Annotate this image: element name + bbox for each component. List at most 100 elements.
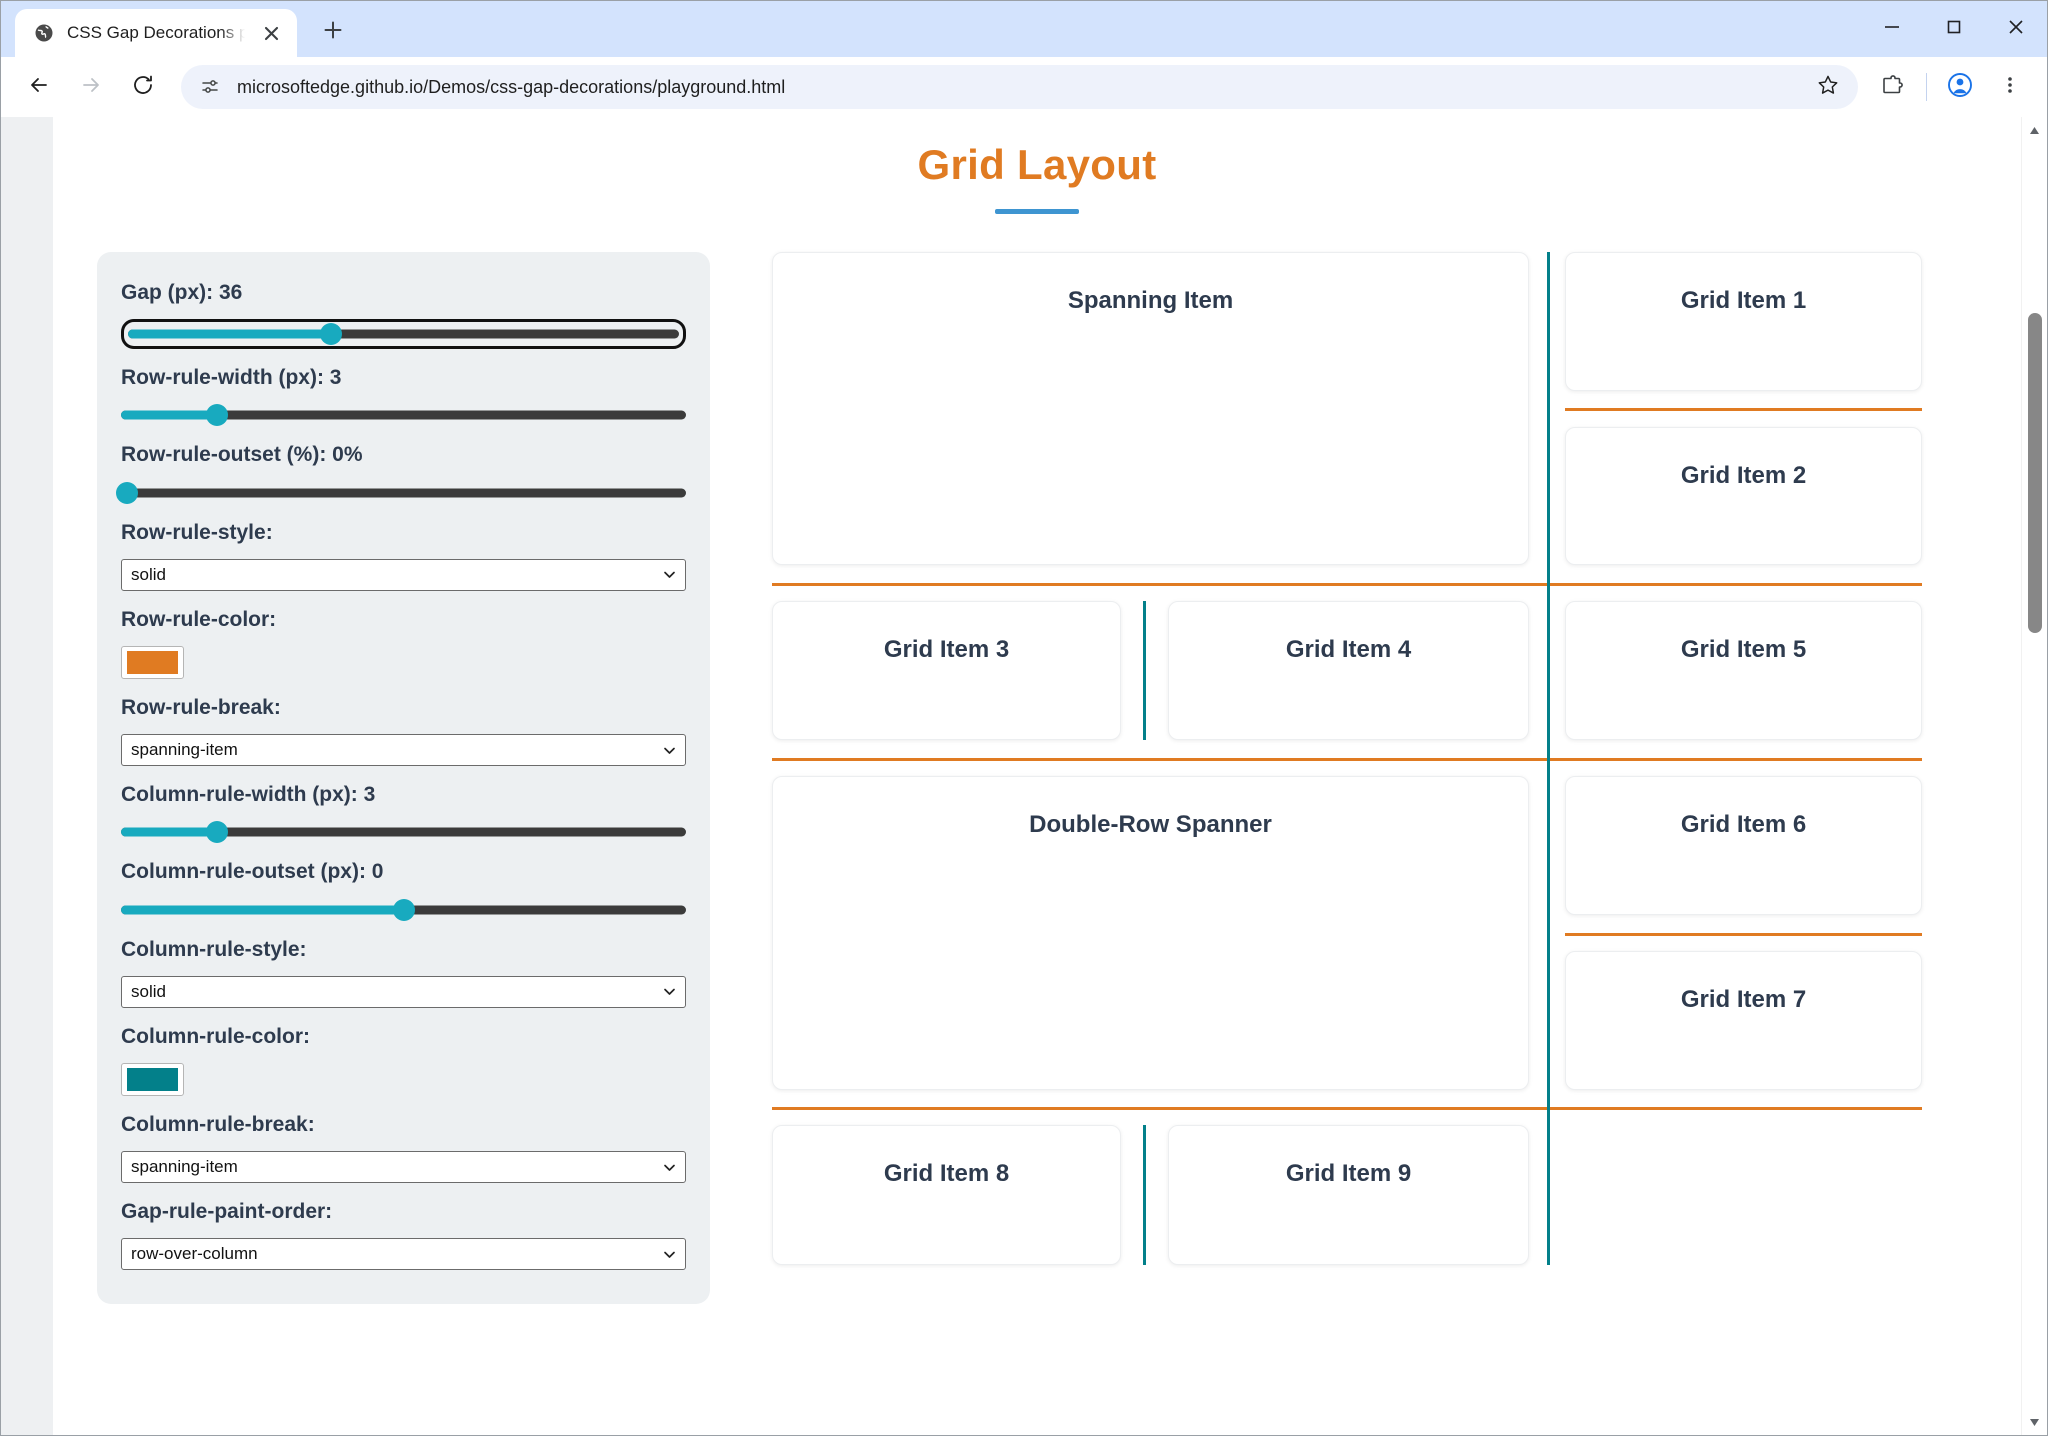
extensions-button[interactable] bbox=[1870, 64, 1916, 110]
slider-thumb[interactable] bbox=[319, 323, 342, 346]
control-label: Row-rule-width (px): 3 bbox=[121, 366, 342, 390]
grid-cell: Grid Item 4 bbox=[1168, 601, 1529, 740]
grid-cell: Spanning Item bbox=[772, 252, 1529, 565]
window-close-icon bbox=[2007, 18, 2025, 41]
row-rule-outset-slider[interactable] bbox=[115, 481, 686, 504]
reload-icon bbox=[131, 73, 155, 102]
account-avatar-icon bbox=[1947, 72, 1973, 103]
column-rule-width-slider[interactable] bbox=[121, 821, 686, 844]
row-rule-line bbox=[772, 758, 1922, 761]
control-column-rule-style: Column-rule-style: solid bbox=[121, 937, 686, 1008]
browser-viewport: Grid Layout Gap (px): 36 bbox=[1, 117, 2047, 1435]
title-underline bbox=[995, 209, 1079, 214]
control-label: Column-rule-color: bbox=[121, 1024, 310, 1048]
close-icon[interactable] bbox=[257, 19, 285, 47]
control-label: Row-rule-outset (%): 0% bbox=[121, 443, 363, 467]
grid-cell-label: Grid Item 1 bbox=[1680, 287, 1807, 314]
back-button[interactable] bbox=[15, 63, 63, 111]
slider-thumb[interactable] bbox=[115, 481, 138, 504]
row-rule-line bbox=[772, 1107, 1922, 1110]
control-row-rule-color: Row-rule-color: bbox=[121, 607, 686, 679]
maximize-button[interactable] bbox=[1923, 1, 1985, 57]
row-rule-color-picker[interactable] bbox=[121, 645, 184, 679]
scroll-up-arrow-icon[interactable] bbox=[2022, 117, 2048, 143]
grid-cell: Grid Item 7 bbox=[1565, 951, 1922, 1090]
bookmark-button[interactable] bbox=[1808, 67, 1848, 107]
grid-cell-label: Grid Item 5 bbox=[1680, 636, 1807, 663]
extensions-puzzle-icon bbox=[1881, 73, 1905, 102]
new-tab-button[interactable] bbox=[311, 10, 355, 54]
slider-thumb[interactable] bbox=[206, 404, 229, 427]
chevron-down-icon bbox=[661, 984, 677, 1000]
close-window-button[interactable] bbox=[1985, 1, 2047, 57]
control-label: Column-rule-width (px): 3 bbox=[121, 783, 376, 807]
forward-button[interactable] bbox=[67, 63, 115, 111]
chevron-down-icon bbox=[661, 567, 677, 583]
globe-icon bbox=[33, 22, 55, 44]
slider-track bbox=[121, 488, 686, 498]
control-column-rule-width: Column-rule-width (px): 3 bbox=[121, 782, 686, 844]
control-label: Column-rule-style: bbox=[121, 937, 307, 961]
column-rule-color-picker[interactable] bbox=[121, 1062, 184, 1096]
scroll-down-arrow-icon[interactable] bbox=[2022, 1409, 2048, 1435]
address-bar[interactable]: microsoftedge.github.io/Demos/css-gap-de… bbox=[181, 65, 1858, 109]
control-column-rule-break: Column-rule-break: spanning-item bbox=[121, 1112, 686, 1184]
plus-icon bbox=[323, 20, 343, 45]
reload-button[interactable] bbox=[119, 63, 167, 111]
back-arrow-icon bbox=[27, 73, 51, 102]
site-settings-icon[interactable] bbox=[197, 74, 223, 100]
slider-thumb[interactable] bbox=[392, 898, 415, 921]
slider-track bbox=[121, 827, 686, 837]
control-label: Column-rule-outset (px): 0 bbox=[121, 860, 384, 884]
url-text: microsoftedge.github.io/Demos/css-gap-de… bbox=[237, 76, 786, 97]
column-rule-outset-slider[interactable] bbox=[121, 898, 686, 921]
minimize-icon bbox=[1883, 18, 1901, 41]
row-rule-width-slider[interactable] bbox=[121, 404, 686, 427]
maximize-icon bbox=[1945, 18, 1963, 41]
grid-cell: Grid Item 8 bbox=[772, 1125, 1121, 1265]
grid-cell-label: Grid Item 2 bbox=[1680, 462, 1807, 489]
column-rule-style-select[interactable]: solid bbox=[121, 975, 686, 1008]
slider-fill bbox=[121, 410, 218, 420]
grid-cell-label: Grid Item 8 bbox=[883, 1160, 1010, 1187]
control-label: Gap-rule-paint-order: bbox=[121, 1200, 333, 1224]
control-row-rule-width: Row-rule-width (px): 3 bbox=[121, 365, 686, 427]
row-rule-break-select[interactable]: spanning-item bbox=[121, 734, 686, 767]
slider-fill bbox=[121, 905, 404, 914]
chevron-down-icon bbox=[661, 742, 677, 758]
control-label: Row-rule-color: bbox=[121, 607, 277, 631]
profile-button[interactable] bbox=[1937, 64, 1983, 110]
gap-rule-paint-order-select[interactable]: row-over-column bbox=[121, 1238, 686, 1271]
control-label: Gap (px): 36 bbox=[121, 281, 243, 304]
controls-panel: Gap (px): 36 Row-rule-width (px): 3 bbox=[97, 252, 710, 1305]
control-column-rule-outset: Column-rule-outset (px): 0 bbox=[121, 859, 686, 921]
row-rule-line bbox=[1565, 408, 1922, 411]
column-rule-break-select[interactable]: spanning-item bbox=[121, 1151, 686, 1184]
grid-cell-label: Spanning Item bbox=[1067, 287, 1234, 314]
chevron-down-icon bbox=[661, 1246, 677, 1262]
tab-title: CSS Gap Decorations playground bbox=[67, 23, 245, 42]
select-value: spanning-item bbox=[131, 1157, 238, 1177]
slider-fill bbox=[121, 827, 218, 837]
control-row-rule-break: Row-rule-break: spanning-item bbox=[121, 695, 686, 767]
browser-toolbar: microsoftedge.github.io/Demos/css-gap-de… bbox=[1, 57, 2047, 117]
grid-cell: Grid Item 9 bbox=[1168, 1125, 1529, 1265]
select-value: spanning-item bbox=[131, 740, 238, 760]
grid-cell: Grid Item 6 bbox=[1565, 776, 1922, 915]
slider-thumb[interactable] bbox=[206, 821, 229, 844]
control-gap: Gap (px): 36 bbox=[121, 280, 686, 350]
window-controls bbox=[1861, 1, 2047, 57]
star-icon bbox=[1817, 74, 1839, 101]
grid-cell-label: Double-Row Spanner bbox=[1029, 811, 1272, 838]
page-scrollbar[interactable] bbox=[2021, 117, 2047, 1435]
row-rule-style-select[interactable]: solid bbox=[121, 558, 686, 591]
browser-menu-button[interactable] bbox=[1987, 64, 2033, 110]
minimize-button[interactable] bbox=[1861, 1, 1923, 57]
control-row-rule-style: Row-rule-style: solid bbox=[121, 520, 686, 591]
scrollbar-thumb[interactable] bbox=[2028, 313, 2042, 633]
grid-cell: Grid Item 3 bbox=[772, 601, 1121, 740]
scrollbar-track[interactable] bbox=[2022, 143, 2047, 1409]
three-dot-menu-icon bbox=[2000, 75, 2020, 100]
browser-tab[interactable]: CSS Gap Decorations playground bbox=[15, 9, 297, 57]
gap-slider[interactable] bbox=[121, 319, 686, 350]
